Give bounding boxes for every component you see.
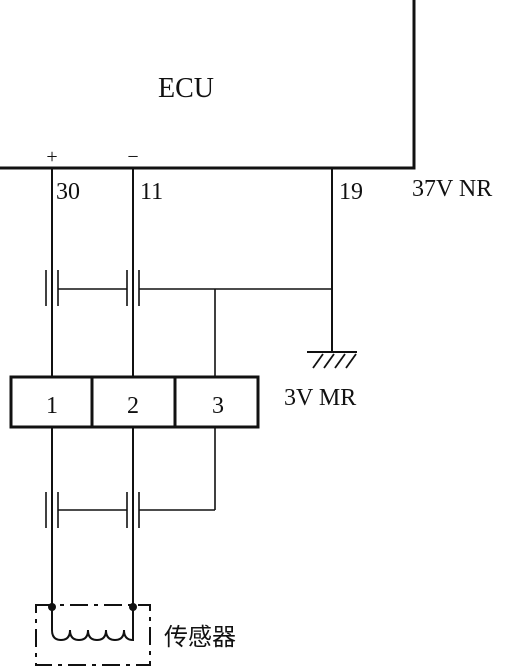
lower-shield <box>45 492 215 528</box>
upper-shield <box>45 270 332 376</box>
connector: 1 2 3 <box>9 375 260 429</box>
connector-body <box>9 375 260 429</box>
pin-30-label: 30 <box>56 179 80 205</box>
pin-19-label: 19 <box>339 179 363 205</box>
ecu-ground-label: 37V NR <box>412 176 492 202</box>
coil-icon <box>51 607 134 642</box>
ecu-label: ECU <box>158 73 214 104</box>
sensor-enclosure <box>35 604 151 666</box>
sensor-label: 传感器 <box>164 623 236 651</box>
pin-plus-sign: + <box>46 146 57 168</box>
sensor <box>35 603 151 666</box>
pin-11-label: 11 <box>140 179 163 205</box>
connector-cell-1: 1 <box>46 393 58 419</box>
ecu-box <box>0 0 416 170</box>
connector-cell-3: 3 <box>212 393 224 419</box>
connector-cell-2: 2 <box>127 393 139 419</box>
ecu-module: ECU + − <box>0 0 416 170</box>
pin-minus-sign: − <box>127 146 138 168</box>
chassis-ground-label: 3V MR <box>284 385 356 411</box>
ground-symbol <box>307 351 357 369</box>
